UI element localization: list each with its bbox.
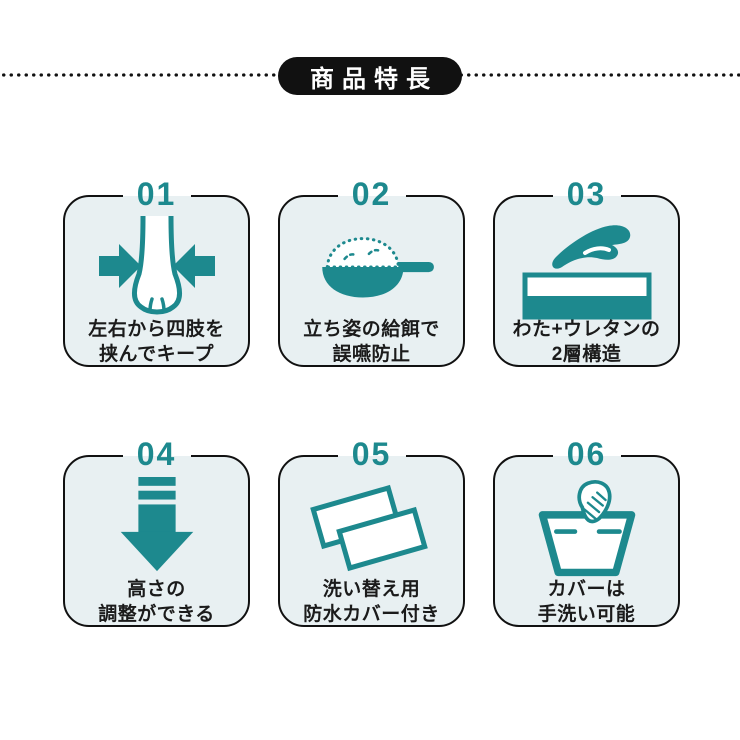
feature-number: 05 (351, 436, 392, 472)
feature-card-01: 01 左右から四肢を 挟んでキープ (63, 178, 250, 367)
caption-line: わた+ウレタンの (512, 319, 661, 340)
two-layer-cushion-icon (495, 215, 678, 320)
border-gap-mask (552, 455, 621, 457)
border-gap-mask (122, 195, 191, 197)
feature-caption: わた+ウレタンの 2層構造 (495, 317, 678, 367)
feature-card-06: 06 カバーは 手洗い可能 (493, 438, 680, 627)
feature-card-05: 05 洗い替え用 防水カバー付き (278, 438, 465, 627)
caption-line: 調整ができる (98, 604, 215, 625)
feature-caption: 左右から四肢を 挟んでキープ (65, 317, 248, 367)
feature-card-grid: 01 左右から四肢を 挟んでキープ 02 (63, 178, 680, 627)
caption-line: 立ち姿の給餌で (303, 319, 440, 340)
feature-number: 03 (566, 176, 607, 212)
feature-caption: 立ち姿の給餌で 誤嚥防止 (280, 317, 463, 367)
caption-line: 誤嚥防止 (332, 344, 411, 365)
caption-line: 挟んでキープ (99, 344, 214, 365)
caption-line: 手洗い可能 (537, 604, 636, 625)
feature-card-03: 03 わた+ウレタンの 2層構造 (493, 178, 680, 367)
caption-line: カバーは (547, 579, 626, 600)
feature-caption: 洗い替え用 防水カバー付き (280, 577, 463, 627)
feature-number: 02 (351, 176, 392, 212)
caption-line: 防水カバー付き (303, 604, 440, 625)
border-gap-mask (122, 455, 191, 457)
feature-card-04: 04 高さの 調整ができる (63, 438, 250, 627)
waterproof-covers-icon (280, 475, 463, 577)
section-header: 商品特長 (0, 0, 740, 120)
feature-caption: 高さの 調整ができる (65, 577, 248, 627)
feature-number: 01 (136, 176, 177, 212)
feature-caption: カバーは 手洗い可能 (495, 577, 678, 627)
section-title: 商品特長 (310, 65, 438, 93)
feature-card-02: 02 立ち姿の給餌で 誤嚥防止 (278, 178, 465, 367)
caption-line: 2層構造 (551, 344, 622, 365)
height-adjust-arrow-icon (65, 475, 248, 577)
caption-line: 左右から四肢を (88, 319, 225, 340)
feature-number: 06 (566, 436, 607, 472)
caption-line: 高さの (127, 579, 186, 600)
border-gap-mask (337, 455, 406, 457)
border-gap-mask (337, 195, 406, 197)
spoon-feeding-icon (280, 215, 463, 317)
section-title-pill: 商品特長 (278, 57, 462, 95)
feature-number: 04 (136, 436, 177, 472)
border-gap-mask (552, 195, 621, 197)
caption-line: 洗い替え用 (322, 579, 421, 600)
hand-wash-icon (495, 475, 678, 577)
clamp-paw-icon (65, 215, 248, 317)
